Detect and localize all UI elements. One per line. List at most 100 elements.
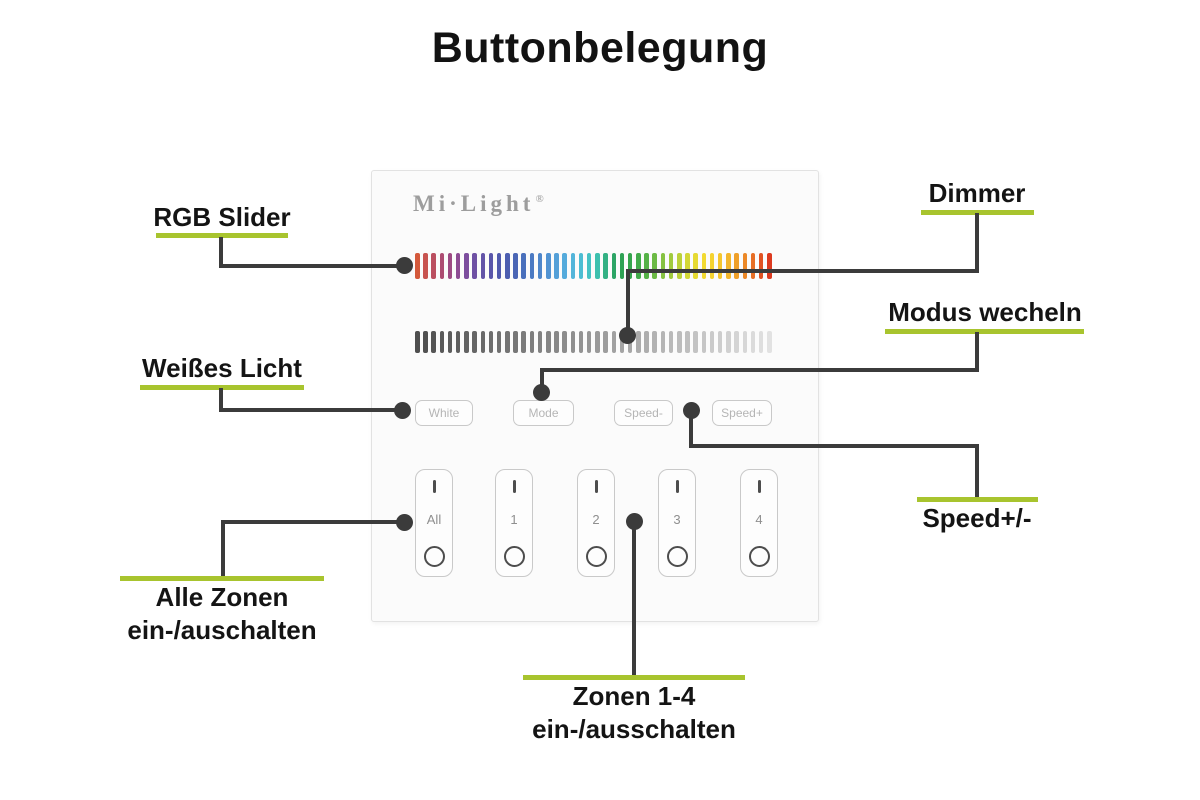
slider-bar <box>668 253 674 279</box>
slider-bar <box>767 331 772 353</box>
rgb-color-slider[interactable] <box>415 253 772 279</box>
dimmer-slider[interactable] <box>415 331 772 353</box>
zone-button-label: 3 <box>673 512 681 527</box>
slider-bar <box>472 253 477 279</box>
zone-button-2[interactable]: 2 <box>577 469 615 577</box>
callout-speed: Speed+/- <box>922 503 1032 533</box>
zone-button-1[interactable]: 1 <box>495 469 533 577</box>
page-title: Buttonbelegung <box>431 24 769 72</box>
connector-modus-vertical2 <box>540 368 544 390</box>
callout-zonen-1-4: Zonen 1-4 ein-/ausschalten <box>514 680 754 746</box>
slider-bar <box>439 253 445 279</box>
slider-bar <box>660 331 666 353</box>
slider-bar <box>717 253 723 279</box>
slider-bar <box>464 253 469 279</box>
slider-bar <box>750 331 756 353</box>
callout-zonen-1-4-line2: ein-/ausschalten <box>532 714 736 744</box>
slider-bar <box>472 331 477 353</box>
power-off-circle-icon <box>423 546 445 567</box>
slider-bar <box>480 253 485 279</box>
zone-button-all[interactable]: All <box>415 469 453 577</box>
slider-bar <box>709 331 715 353</box>
slider-bar <box>505 253 510 279</box>
callout-alle-zonen-line2: ein-/auschalten <box>127 615 317 645</box>
power-off-circle-icon <box>585 546 607 567</box>
slider-bar <box>611 331 616 353</box>
slider-bar <box>578 253 584 279</box>
slider-bar <box>554 331 559 353</box>
speed-plus-button[interactable]: Speed+ <box>712 400 772 426</box>
slider-bar <box>537 253 543 279</box>
speed-minus-button[interactable]: Speed- <box>614 400 673 426</box>
slider-bar <box>709 253 715 279</box>
mode-button[interactable]: Mode <box>513 400 574 426</box>
slider-bar <box>586 331 592 353</box>
slider-bar <box>595 253 600 279</box>
slider-bar <box>488 331 494 353</box>
slider-bar <box>677 253 682 279</box>
power-on-mark-icon <box>512 480 516 493</box>
power-off-circle-icon <box>748 546 770 567</box>
slider-bar <box>431 331 436 353</box>
registered-mark: ® <box>535 193 544 205</box>
slider-bar <box>537 331 543 353</box>
slider-bar <box>439 331 445 353</box>
slider-bar <box>611 253 616 279</box>
callout-alle-zonen: Alle Zonen ein-/auschalten <box>102 581 342 647</box>
connector-alle-horizontal <box>221 520 405 524</box>
connector-rgb-horizontal <box>219 264 405 268</box>
connector-modus-dot <box>533 384 550 401</box>
power-on-mark-icon <box>432 480 436 493</box>
slider-bar <box>644 253 649 279</box>
slider-bar <box>423 253 428 279</box>
connector-alle-dot <box>396 514 413 531</box>
connector-modus-horizontal <box>540 368 979 372</box>
slider-bar <box>685 331 690 353</box>
slider-bar <box>652 331 657 353</box>
zone-button-3[interactable]: 3 <box>658 469 696 577</box>
connector-dimmer-horizontal <box>626 269 979 273</box>
slider-bar <box>513 253 518 279</box>
slider-bar <box>693 253 698 279</box>
mi-light-logo: Mi·Light® <box>413 191 544 217</box>
connector-modus-vertical1 <box>975 332 979 372</box>
slider-bar <box>562 331 567 353</box>
slider-bar <box>529 331 535 353</box>
slider-bar <box>726 253 731 279</box>
slider-bar <box>619 253 625 279</box>
slider-bar <box>693 331 698 353</box>
slider-bar <box>513 331 518 353</box>
zone-button-label: 4 <box>755 512 763 527</box>
alle-zonen-overline <box>120 576 324 581</box>
slider-bar <box>570 253 576 279</box>
slider-bar <box>758 253 764 279</box>
slider-bar <box>447 331 453 353</box>
callout-alle-zonen-line1: Alle Zonen <box>155 582 289 612</box>
callout-zonen-1-4-line1: Zonen 1-4 <box>572 681 696 711</box>
slider-bar <box>668 331 674 353</box>
connector-speed-vertical1 <box>689 410 693 448</box>
slider-bar <box>636 253 641 279</box>
connector-speed-vertical2 <box>975 444 979 497</box>
zonen-1-4-overline <box>523 675 745 680</box>
white-button[interactable]: White <box>415 400 473 426</box>
power-on-mark-icon <box>757 480 761 493</box>
slider-bar <box>701 331 707 353</box>
connector-zonen-dot <box>626 513 643 530</box>
connector-speed-horizontal <box>689 444 979 448</box>
slider-bar <box>415 253 420 279</box>
dimmer-underline <box>921 210 1034 215</box>
slider-bar <box>603 253 608 279</box>
slider-bar <box>734 331 739 353</box>
slider-bar <box>677 331 682 353</box>
zone-button-4[interactable]: 4 <box>740 469 778 577</box>
power-off-circle-icon <box>503 546 525 567</box>
slider-bar <box>529 253 535 279</box>
zone-button-label: 1 <box>510 512 518 527</box>
connector-dimmer-vertical1 <box>975 213 979 273</box>
connector-dimmer-dot <box>619 327 636 344</box>
slider-bar <box>644 331 649 353</box>
slider-bar <box>586 253 592 279</box>
connector-weiss-horizontal <box>219 408 403 412</box>
